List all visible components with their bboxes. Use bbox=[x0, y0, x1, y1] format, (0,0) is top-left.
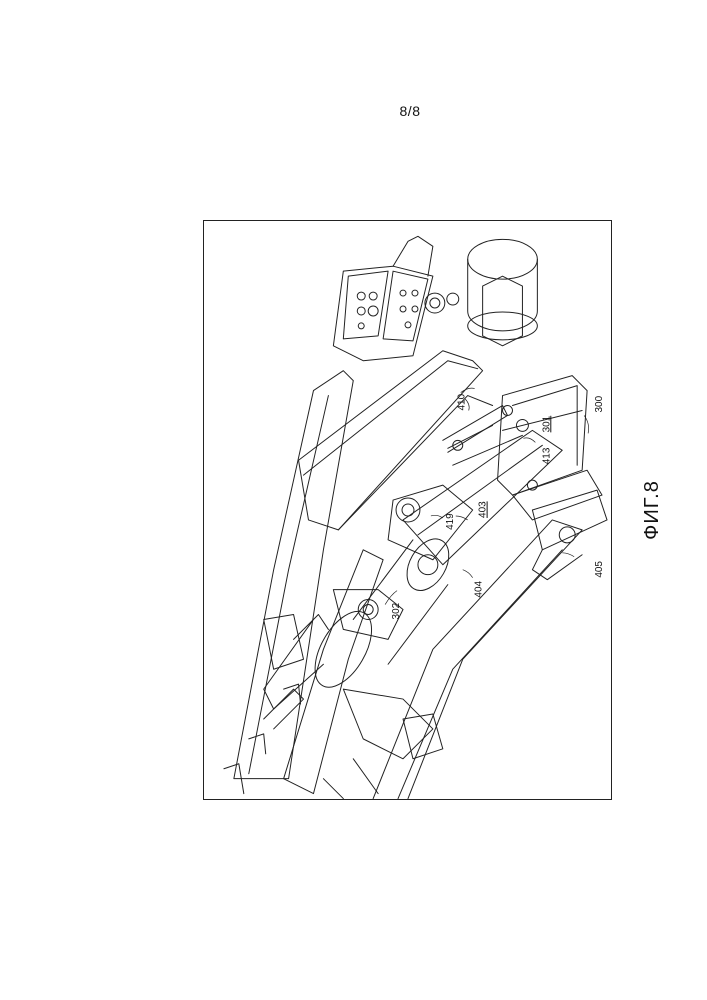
ref-403: 403 bbox=[478, 501, 489, 518]
ref-413: 413 bbox=[541, 447, 552, 464]
hydraulic-cylinders bbox=[443, 406, 523, 466]
ref-302: 302 bbox=[391, 602, 402, 619]
ref-301: 301 bbox=[541, 415, 552, 432]
ref-300: 300 bbox=[594, 395, 605, 412]
ref-410: 410 bbox=[457, 393, 468, 410]
main-diagonal-beam bbox=[299, 351, 483, 530]
ref-405: 405 bbox=[594, 561, 605, 578]
machine-line-drawing: 300 301 302 403 404 405 410 413 419 bbox=[204, 221, 611, 799]
ref-404: 404 bbox=[474, 581, 485, 598]
top-roller-drum bbox=[425, 239, 537, 345]
base-frame-lower-beam bbox=[284, 550, 384, 794]
base-frame-inner-edge bbox=[249, 396, 329, 774]
figure-caption: ФИГ.8 bbox=[632, 470, 672, 550]
patent-figure-frame: 300 301 302 403 404 405 410 413 419 bbox=[203, 220, 612, 800]
ref-419: 419 bbox=[445, 513, 456, 530]
page-number: 8/8 bbox=[0, 103, 707, 119]
